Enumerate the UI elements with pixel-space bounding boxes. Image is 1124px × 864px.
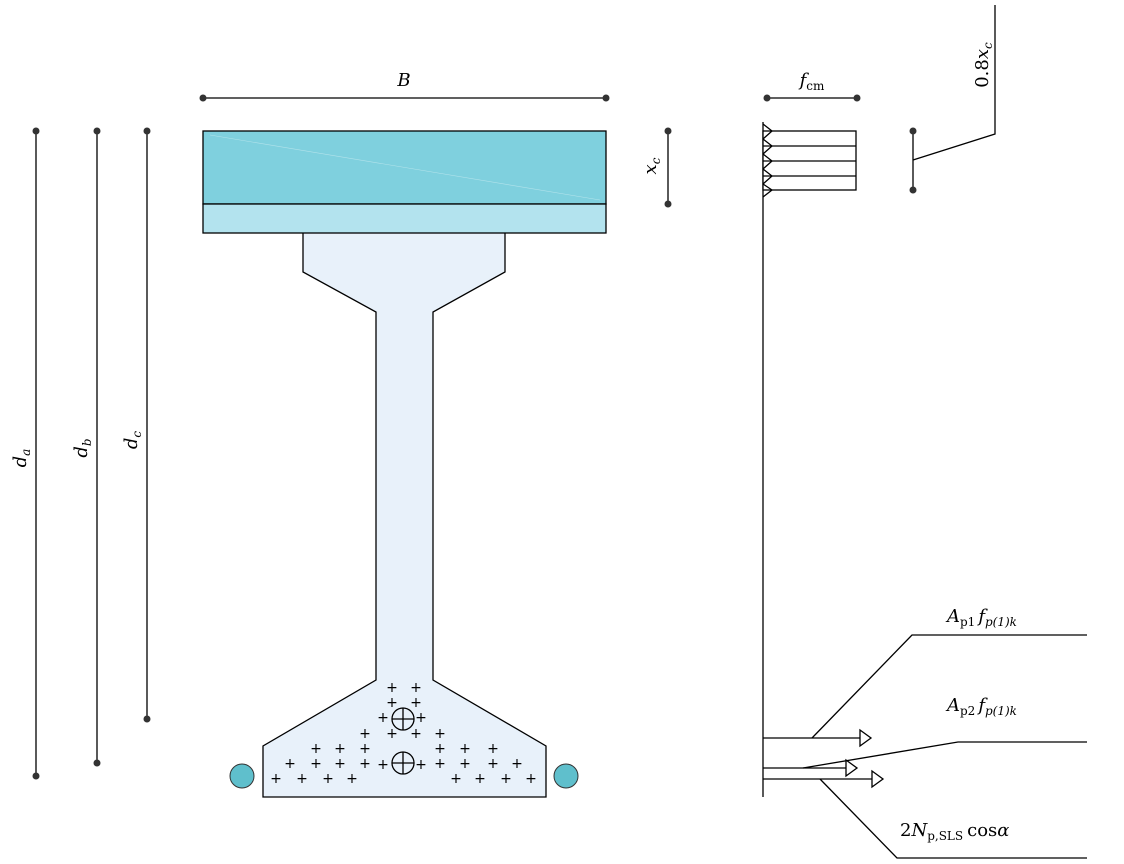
leader-np [819,778,1087,859]
depth-label-da: d [10,456,31,468]
svg-text:+: + [377,757,389,773]
width-dimension: B [199,70,610,102]
svg-text:+: + [410,695,422,711]
svg-text:+: + [359,741,371,757]
svg-text:+: + [410,680,422,696]
ap2-label-sub: p2 [960,704,975,718]
svg-text:+: + [450,771,462,787]
xc-label: x [640,164,661,174]
depth-label-db: d [71,446,92,458]
np-label-prefix: 2 [900,820,911,841]
svg-text:+: + [434,756,446,772]
depth-dimension-db: db [71,127,101,767]
slab-compression-zone [202,130,607,205]
np-label-alpha: α [997,820,1009,841]
svg-text:0.8xc: 0.8xc [972,42,995,88]
neutral-axis-depth: xc [640,127,672,208]
np-label-cos: cos [967,820,997,841]
svg-text:+: + [346,771,358,787]
ap1-label-fk: p(1)k [985,615,1017,629]
compression-stress-block [762,123,857,198]
svg-text:+: + [359,726,371,742]
support-right [553,763,579,789]
depth-label-dc-sub: c [130,431,144,438]
svg-text:+: + [284,756,296,772]
svg-text:+: + [487,756,499,772]
depth-label-db-sub: b [80,438,94,446]
svg-text:+: + [310,741,322,757]
svg-text:fcm: fcm [798,70,825,93]
svg-text:+: + [386,726,398,742]
svg-text:+: + [500,771,512,787]
svg-text:+: + [474,771,486,787]
svg-text:db: db [71,438,94,457]
svg-text:+: + [334,756,346,772]
slab-lower [202,203,607,234]
ap2-label-A: A [945,695,960,716]
svg-text:+: + [415,710,427,726]
ap2-label-fk: p(1)k [985,704,1017,718]
stress-diagram: fcm 0.8xc [762,5,1087,859]
ap1-label-sub: p1 [960,615,975,629]
xc-label-sub: c [649,157,663,164]
svg-text:+: + [334,741,346,757]
stress-block-depth: 0.8xc [909,5,996,194]
svg-text:+: + [459,741,471,757]
svg-text:+: + [525,771,537,787]
svg-text:+: + [434,726,446,742]
depth-label-dc: d [121,438,142,450]
prestressing-strands: + + + + + + + + + + + + + + + + + + + + … [270,680,537,787]
svg-text:+: + [377,710,389,726]
svg-text:+: + [487,741,499,757]
np-label-sub: p,SLS [927,829,963,843]
support-left [229,763,255,789]
svg-text:+: + [459,756,471,772]
svg-text:+: + [386,695,398,711]
svg-text:xc: xc [640,157,663,174]
svg-text:+: + [415,757,427,773]
svg-text:+: + [386,680,398,696]
depth-label-da-sub: a [19,449,33,456]
svg-text:+: + [511,756,523,772]
tendon-duct-upper [391,707,415,731]
width-label: B [396,70,410,91]
svg-text:da: da [10,449,33,468]
depth-dimension-dc: dc [121,127,151,723]
svg-text:dc: dc [121,431,144,450]
leader-ap1 [811,634,1087,739]
fcm-label-sub: cm [806,79,825,93]
ap1-label-A: A [945,606,960,627]
svg-text:+: + [410,726,422,742]
svg-text:+: + [322,771,334,787]
cross-section: + + + + + + + + + + + + + + + + + + + + … [202,130,607,798]
girder [262,231,547,798]
tension-force-arrows [763,728,885,789]
leader-ap2 [802,741,1087,769]
stress-block-depth-var: x [972,49,993,59]
svg-text:+: + [434,741,446,757]
svg-text:+: + [359,756,371,772]
stress-block-depth-prefix: 0.8 [972,59,993,88]
svg-text:+: + [270,771,282,787]
svg-text:+: + [296,771,308,787]
stress-block-depth-sub: c [981,42,995,49]
svg-text:+: + [310,756,322,772]
np-label-N: N [910,820,928,841]
tendon-duct-lower [391,751,415,775]
depth-dimension-da: da [10,127,40,780]
